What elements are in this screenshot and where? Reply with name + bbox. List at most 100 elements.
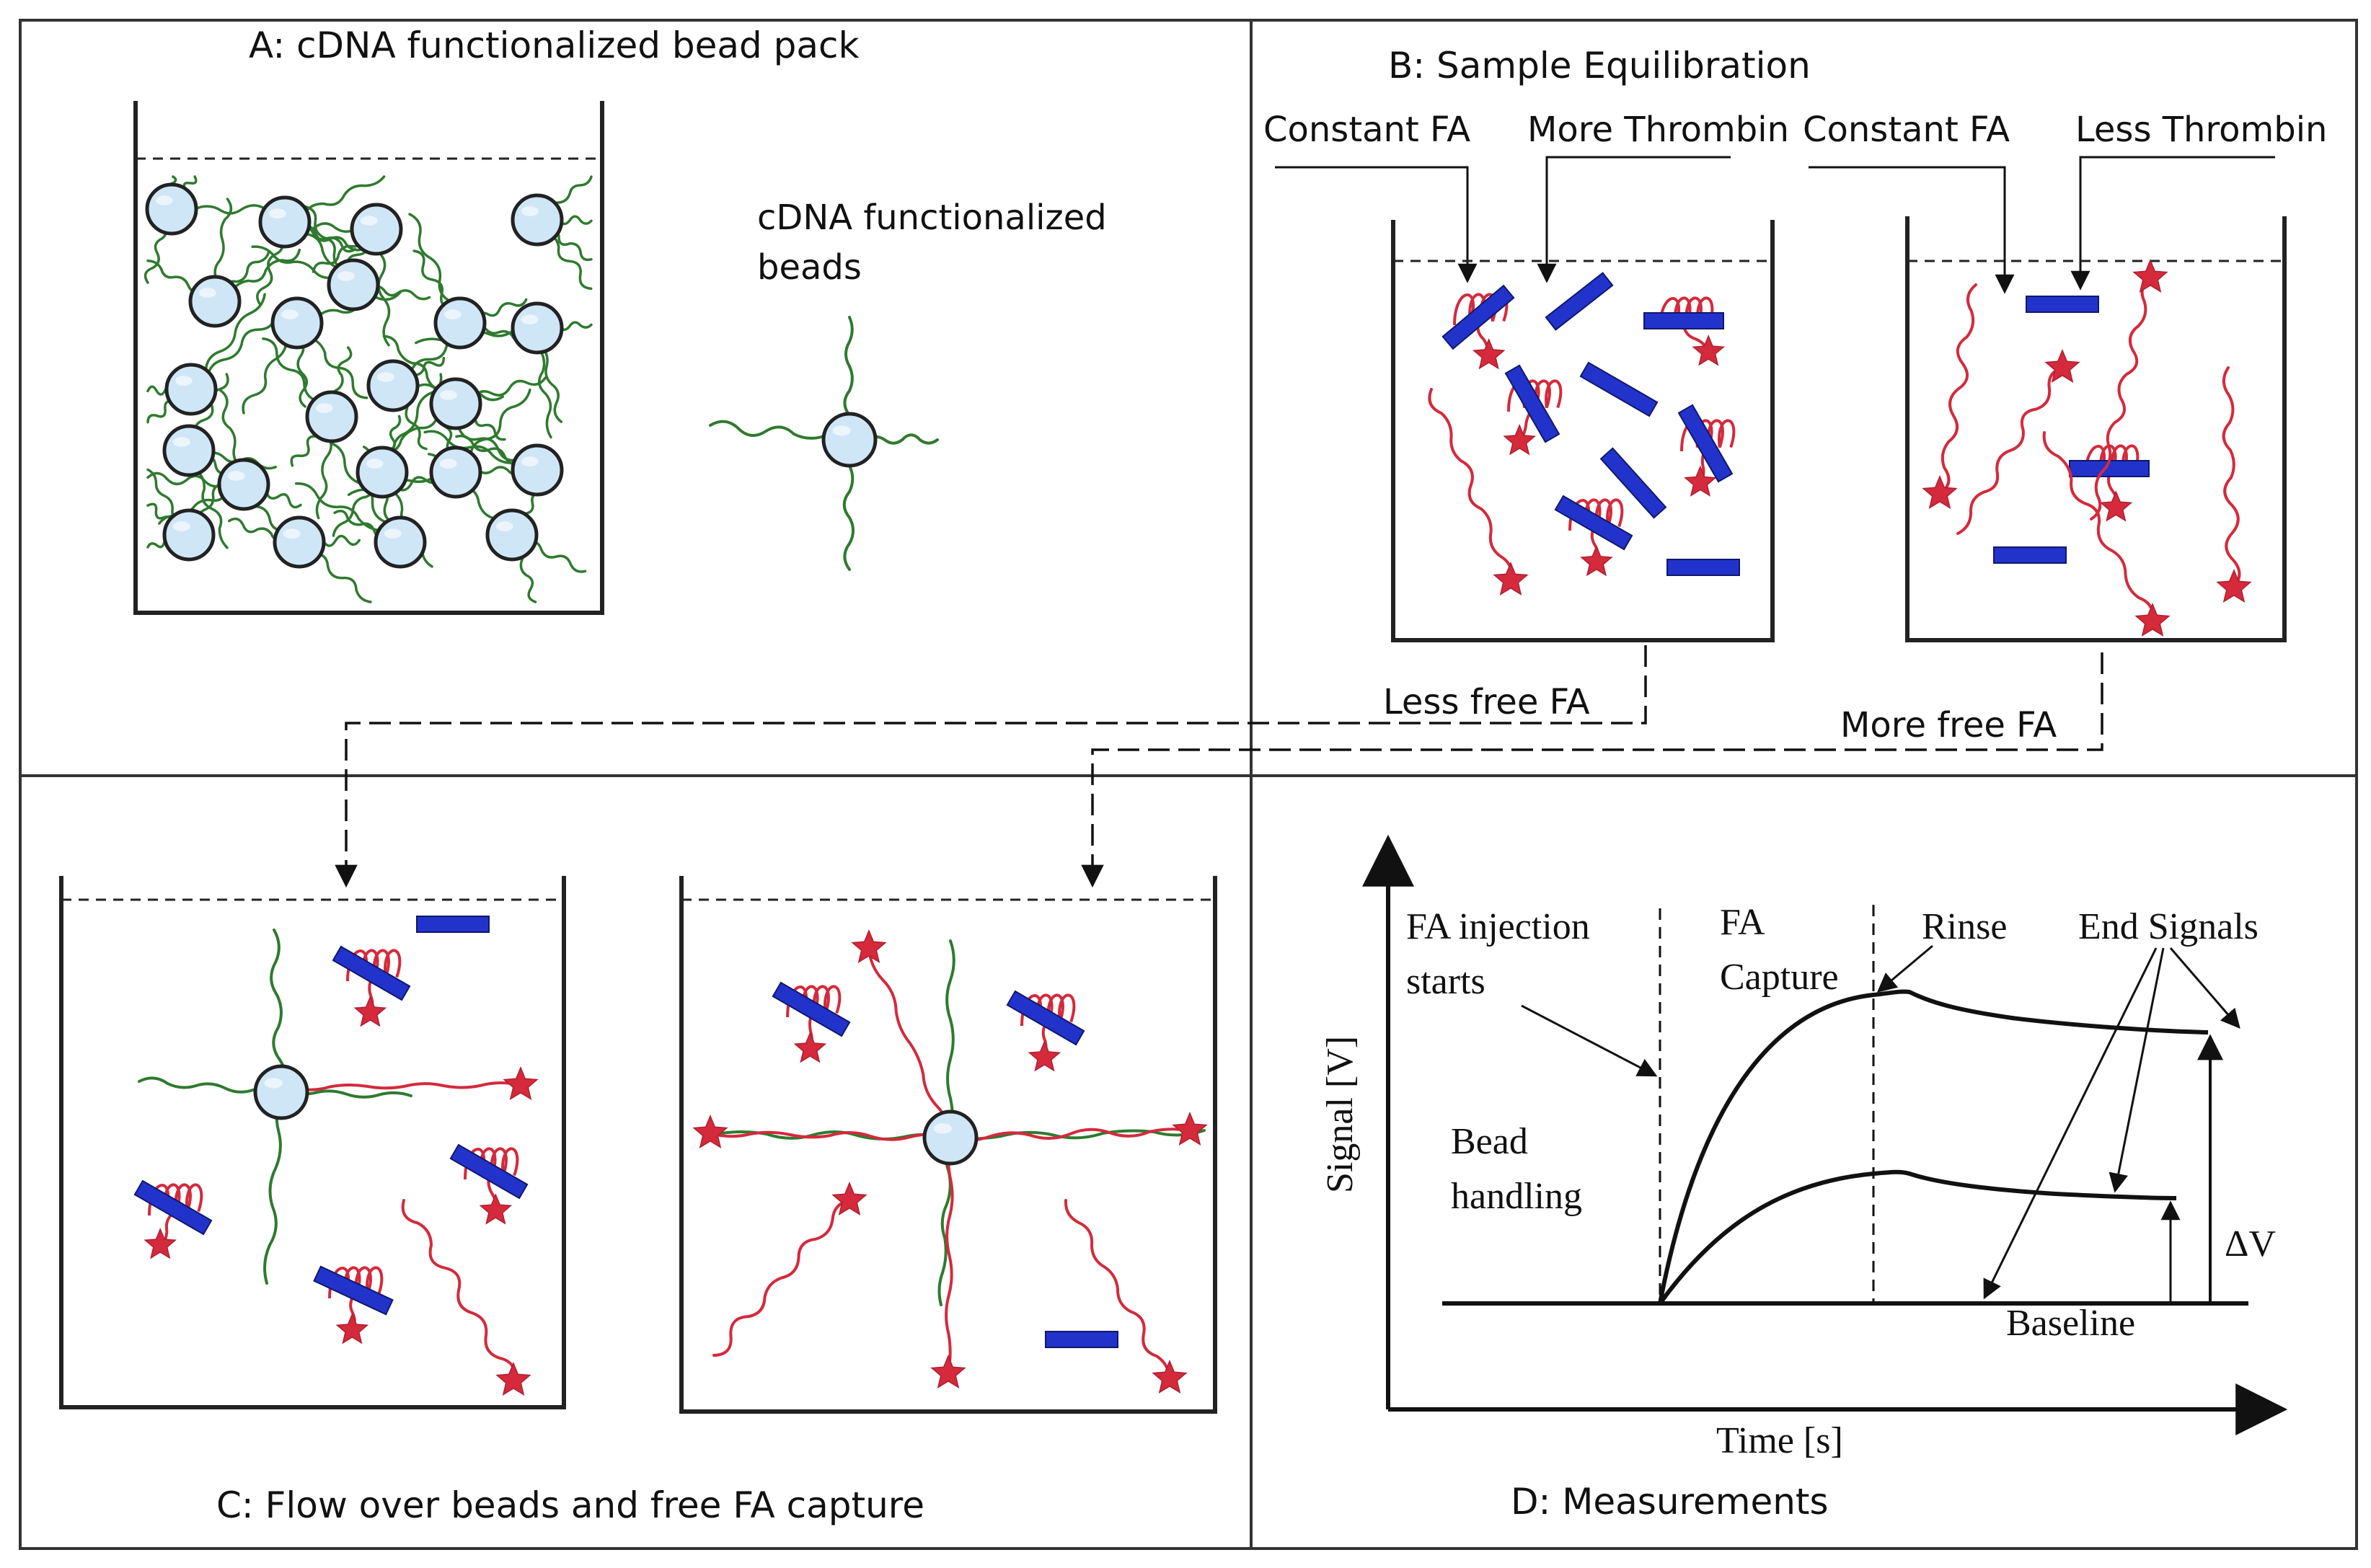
left-complex-2-thrombin	[1504, 364, 1560, 443]
capture-right-captured-fa-3	[692, 1115, 728, 1148]
pack-bead-16-shine	[439, 459, 457, 469]
less-free-fa-label: Less free FA	[1383, 682, 1590, 722]
left-thrombin-free-4	[1666, 559, 1740, 576]
right-free-fa-1-strand	[1938, 283, 1977, 495]
capture-left-complex-3-thrombin	[449, 1143, 529, 1200]
low-signal-trace	[1658, 1169, 2177, 1305]
capture-left-complex-4-fluorophore	[335, 1313, 369, 1345]
capture-left-complex-3-fluorophore	[479, 1193, 513, 1225]
single-bead-shine	[832, 425, 851, 436]
rinse-label: Rinse	[1922, 906, 2007, 947]
pack-bead-3-shine	[521, 206, 539, 216]
pack-bead-16	[429, 446, 482, 499]
pack-bead-13-shine	[172, 437, 190, 447]
end-signals-label: End Signals	[2078, 906, 2259, 947]
pack-bead-7	[433, 296, 487, 350]
left-complex-1-fluorophore	[1472, 338, 1506, 370]
pack-bead-20	[374, 515, 427, 569]
capture-left-bead	[253, 1064, 309, 1120]
capture-left-complex-1-fluorophore	[353, 996, 387, 1027]
bead-pack-beads	[145, 182, 564, 569]
transfer-arrow-more-free-fa	[1081, 652, 2103, 888]
pack-bead-21-shine	[495, 521, 513, 531]
capture-left-free-fa-fluorophore	[495, 1362, 531, 1396]
right-free-fa-3-fluorophore	[2132, 259, 2168, 293]
pack-bead-19	[273, 515, 326, 569]
right-free-fa-1-fluorophore	[1922, 475, 1958, 509]
capture-left-hybrid-red	[291, 1081, 521, 1091]
right-thrombin-leader	[2070, 156, 2275, 291]
left-free-fa-1-strand	[1428, 388, 1514, 582]
pack-bead-15-shine	[366, 459, 384, 469]
pack-bead-14	[217, 458, 270, 511]
pack-bead-17	[511, 443, 564, 497]
capture-left-complex-2-fluorophore	[144, 1228, 177, 1259]
left-complex-4-thrombin	[1677, 404, 1734, 483]
pack-bead-6	[327, 258, 380, 311]
left-complex-1-thrombin	[1441, 284, 1515, 350]
capture-left-thrombin-free	[416, 916, 490, 933]
right-free-fa-4-strand	[2042, 431, 2155, 623]
capture-right-complex-1-fluorophore	[793, 1032, 827, 1063]
bead-pack-container	[133, 101, 604, 615]
capture-right-thrombin-free	[1045, 1331, 1118, 1348]
capture-right-captured-fa-2	[930, 1355, 966, 1388]
pack-bead-19-shine	[283, 528, 301, 539]
pack-bead-20-shine	[384, 528, 402, 539]
capture-right-free-fa-1-strand	[712, 1199, 851, 1357]
capture-left-strand-2	[263, 1091, 283, 1285]
panel-c-title: C: Flow over beads and free FA capture	[216, 1484, 924, 1526]
left-more-thrombin-label: More Thrombin	[1527, 110, 1789, 150]
right-sample-container	[1905, 216, 2287, 642]
capture-right-bead-shine	[933, 1123, 952, 1134]
capture-right-green-1	[949, 1129, 1206, 1140]
pack-bead-12-shine	[439, 390, 457, 400]
right-free-fa-4-fluorophore	[2134, 603, 2171, 637]
pack-bead-9-shine	[175, 376, 193, 386]
capture-right-complex-1-thrombin	[772, 981, 851, 1037]
capture-right-red-3	[709, 1130, 952, 1141]
bead-label-line1: cDNA functionalized	[757, 198, 1107, 238]
pack-bead-1	[258, 195, 312, 249]
end-signal-pointer-low	[2109, 947, 2165, 1193]
more-free-fa-label: More free FA	[1840, 705, 2057, 745]
pack-bead-4-shine	[198, 288, 216, 298]
high-signal-trace	[1658, 989, 2209, 1304]
y-axis-label: Signal [V]	[1320, 1036, 1361, 1193]
left-complex-4-fluorophore	[1684, 465, 1717, 497]
panel-b-title: B: Sample Equilibration	[1388, 45, 1811, 87]
pack-bead-21	[485, 508, 539, 562]
capture-left-complex-2-thrombin	[133, 1179, 213, 1236]
pack-bead-10	[305, 390, 358, 443]
right-free-fa-3-strand	[2090, 276, 2152, 521]
pack-bead-2-shine	[360, 216, 378, 226]
pack-bead-0	[145, 182, 198, 236]
left-thrombin-free-3	[1599, 447, 1667, 519]
right-free-fa-2-fluorophore	[2044, 349, 2080, 383]
left-constant-fa-label: Constant FA	[1263, 110, 1470, 150]
capture-left-captured-fa	[503, 1066, 539, 1100]
pack-bead-11	[366, 359, 420, 412]
capture-right-red-1	[949, 1128, 1191, 1142]
left-thrombin-free-2	[1579, 361, 1659, 417]
capture-right-green-0	[945, 939, 955, 1139]
left-complex-5-fluorophore	[1580, 544, 1613, 577]
pack-bead-9	[164, 363, 218, 416]
panel-d-title: D: Measurements	[1511, 1481, 1829, 1523]
right-sample-contents	[1922, 259, 2252, 637]
pack-bead-12	[429, 377, 482, 430]
pack-bead-8-shine	[521, 314, 539, 324]
capture-right-captured-fa-1	[1172, 1112, 1208, 1146]
pack-bead-18	[162, 508, 216, 562]
right-less-thrombin-label: Less Thrombin	[2075, 110, 2327, 150]
capture-left-strand-0	[270, 929, 287, 1094]
bead-handling-line2: handling	[1451, 1176, 1582, 1217]
right-fa-leader	[1809, 166, 2015, 294]
capture-container-left	[59, 876, 566, 1409]
capture-right-captured-fa-0	[851, 929, 887, 963]
capture-left-bead-shine	[264, 1078, 283, 1089]
left-thrombin-leader	[1537, 156, 1731, 283]
pack-bead-3	[511, 193, 564, 247]
panel-a: A: cDNA functionalized bead pack cDNA fu…	[133, 25, 1107, 615]
